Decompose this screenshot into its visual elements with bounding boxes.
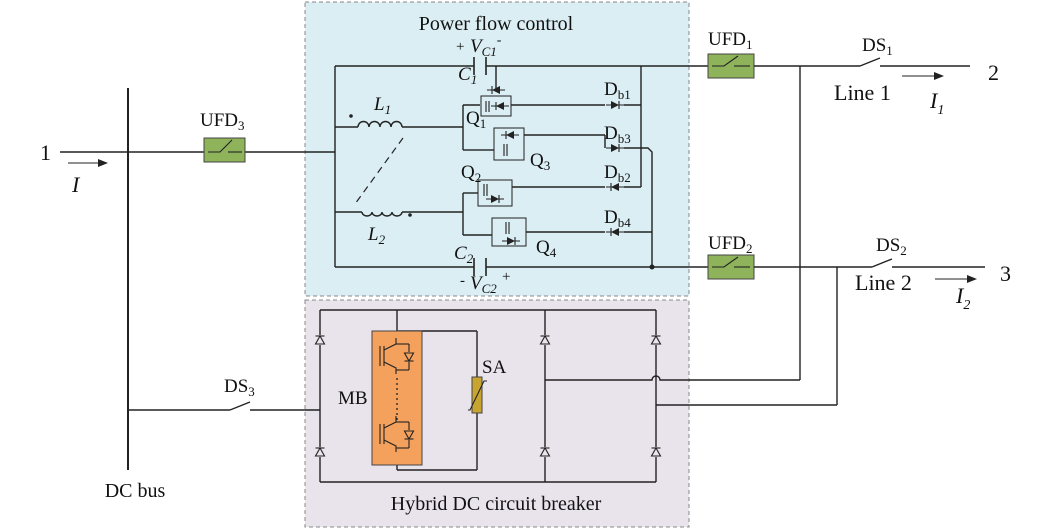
ds2-switch [871,258,985,268]
ds2-label: DS2 [876,235,907,258]
l1-label: L1 [373,94,391,117]
q1-label: Q1 [466,108,486,131]
surge-arrester-sa [468,376,487,414]
mb-label: MB [338,388,368,409]
ufd2-label: UFD2 [708,233,753,256]
svg-text:+: + [502,269,510,285]
ufd1-label: UFD1 [708,29,753,52]
q4-label: Q4 [536,237,557,260]
svg-text:-: - [460,273,465,289]
q2-label: Q2 [461,162,481,185]
line2-label: Line 2 [855,270,912,295]
vc2-label: VC2 [470,273,497,296]
ds3-label: DS3 [224,376,255,399]
db3-label: Db3 [604,123,631,146]
ufd2-switch [707,254,755,280]
l2-label: L2 [367,224,386,247]
db1-label: Db1 [604,79,631,102]
svg-text:+: + [456,39,464,55]
i1-label: I1 [929,88,944,118]
ufd3-label: UFD3 [200,110,245,133]
main-breaker-mb [371,330,423,466]
line1-label: Line 1 [834,80,891,105]
diode-db2 [605,182,641,192]
sa-label: SA [482,357,507,378]
coupling-dash [354,137,404,205]
ufd1-switch [707,53,755,79]
igbt-q3 [478,127,605,161]
igbt-q4 [491,217,605,247]
c2-label: C2 [454,243,474,266]
diode-db4 [605,227,652,237]
capacitor-c2 [473,258,487,276]
pfc-title: Power flow control [419,13,574,35]
ds1-label: DS1 [862,35,893,58]
bridge-diodes [314,335,662,457]
db2-label: Db2 [604,162,631,185]
q3-label: Q3 [530,150,550,173]
vc1-label: VC1- [470,33,502,59]
db4-label: Db4 [604,207,631,230]
node-3-label: 3 [1000,261,1011,286]
i2-label: I2 [955,283,970,313]
diode-db1 [605,100,641,110]
hcb-title: Hybrid DC circuit breaker [391,493,602,515]
ds1-switch [859,57,970,67]
igbt-q1 [480,66,605,117]
current-i-label: I [71,172,81,197]
inductor-l2 [335,211,463,217]
capacitor-c1 [473,57,487,75]
node-1-label: 1 [40,140,51,165]
inductor-l1 [335,114,463,128]
power-flow-control-box [304,1,690,297]
diode-db3 [605,143,641,153]
igbt-q2 [477,179,605,207]
ufd3-switch [203,137,246,163]
dc-bus-label: DC bus [105,480,166,502]
hybrid-breaker-box [304,299,690,528]
c1-label: C1 [458,64,477,87]
node-2-label: 2 [988,60,999,85]
ds3-switch [229,401,320,411]
